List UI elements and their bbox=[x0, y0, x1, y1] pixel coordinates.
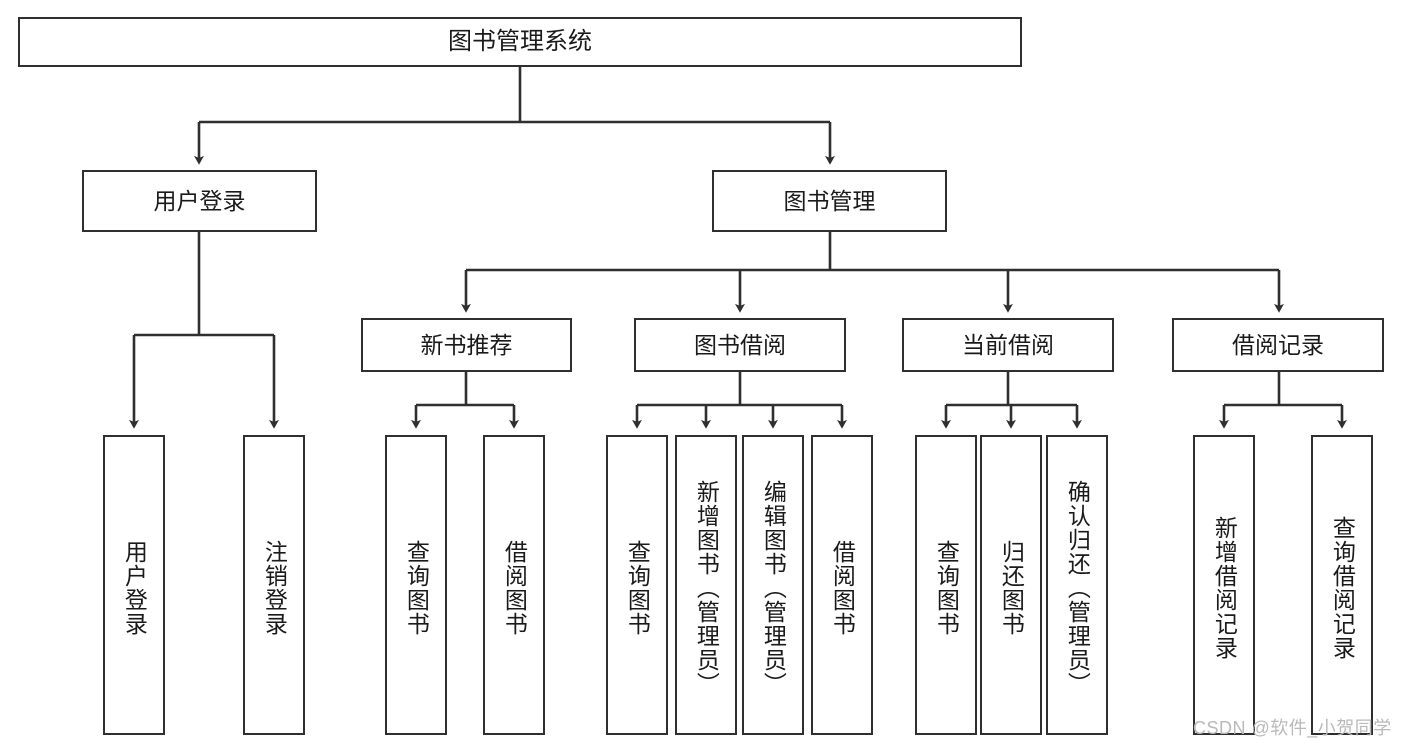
leaf-query-book-recommend[interactable]: 查询图书 bbox=[385, 435, 447, 735]
leaf-confirm-return-admin[interactable]: 确认归还（管理员） bbox=[1046, 435, 1108, 735]
leaf-query-book-borrow[interactable]: 查询图书 bbox=[606, 435, 668, 735]
leaf-add-book-admin[interactable]: 新增图书（管理员） bbox=[675, 435, 737, 735]
node-user-login[interactable]: 用户登录 bbox=[82, 170, 317, 232]
node-book-borrow[interactable]: 图书借阅 bbox=[634, 318, 846, 372]
leaf-borrow-book[interactable]: 借阅图书 bbox=[811, 435, 873, 735]
leaf-user-login[interactable]: 用户登录 bbox=[103, 435, 165, 735]
node-book-management[interactable]: 图书管理 bbox=[712, 170, 947, 232]
leaf-borrow-book-recommend[interactable]: 借阅图书 bbox=[483, 435, 545, 735]
leaf-query-borrow-record[interactable]: 查询借阅记录 bbox=[1311, 435, 1373, 735]
leaf-add-borrow-record[interactable]: 新增借阅记录 bbox=[1193, 435, 1255, 735]
leaf-logout-login[interactable]: 注销登录 bbox=[243, 435, 305, 735]
watermark-text: CSDN @软件_小贺同学 bbox=[1193, 718, 1392, 738]
node-new-book-recommend[interactable]: 新书推荐 bbox=[361, 318, 572, 372]
leaf-query-book-current[interactable]: 查询图书 bbox=[915, 435, 977, 735]
leaf-edit-book-admin[interactable]: 编辑图书（管理员） bbox=[742, 435, 804, 735]
node-root-system[interactable]: 图书管理系统 bbox=[18, 17, 1022, 67]
node-current-borrow[interactable]: 当前借阅 bbox=[902, 318, 1114, 372]
node-borrow-record[interactable]: 借阅记录 bbox=[1172, 318, 1384, 372]
leaf-return-book[interactable]: 归还图书 bbox=[980, 435, 1042, 735]
